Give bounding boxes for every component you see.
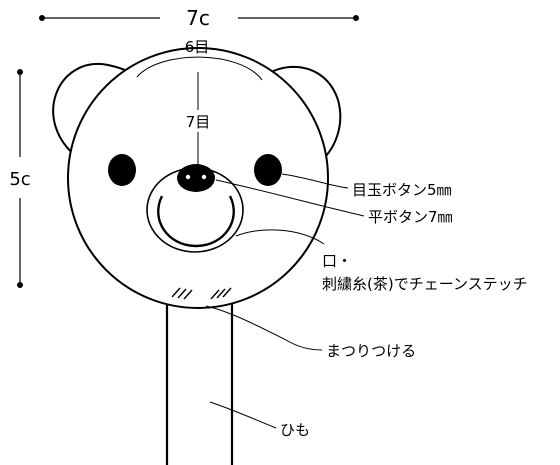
height-endpoint-top xyxy=(17,69,23,75)
string-leader-line xyxy=(209,401,277,429)
nose-leader-line xyxy=(215,179,365,217)
stitch-count-around-label: 6目 xyxy=(185,38,210,56)
width-dimension: 7c xyxy=(39,6,359,30)
mouth-callout-label-2: 刺繍糸(茶)でチェーンステッチ xyxy=(322,275,528,293)
stitch-count-arc xyxy=(136,56,263,81)
right-eye xyxy=(254,154,282,186)
width-label: 7c xyxy=(186,6,210,30)
height-label: 5c xyxy=(9,169,30,190)
nose-button xyxy=(177,164,215,192)
sew-callout-label: まつりつける xyxy=(326,342,416,360)
height-dimension: 5c xyxy=(9,69,31,288)
stitch-count-vertical-label: 7目 xyxy=(186,113,211,131)
eye-callout-label: 目玉ボタン5㎜ xyxy=(352,181,452,199)
nose-hole-right xyxy=(201,174,207,180)
width-endpoint-right xyxy=(353,15,359,21)
height-endpoint-bottom xyxy=(17,282,23,288)
width-endpoint-left xyxy=(39,15,45,21)
mouth-stitch xyxy=(157,195,235,248)
left-eye xyxy=(108,154,136,186)
mouth-callout-label-1: 口・ xyxy=(322,252,352,270)
sew-leader-line xyxy=(205,305,323,351)
mouth-leader-line xyxy=(235,229,325,245)
nose-hole-left xyxy=(185,174,191,180)
eye-leader-line xyxy=(281,173,349,189)
sew-marks xyxy=(171,287,232,300)
string-callout-label: ひも xyxy=(280,421,310,439)
nose-callout-label: 平ボタン7㎜ xyxy=(368,208,453,226)
string xyxy=(165,285,234,465)
